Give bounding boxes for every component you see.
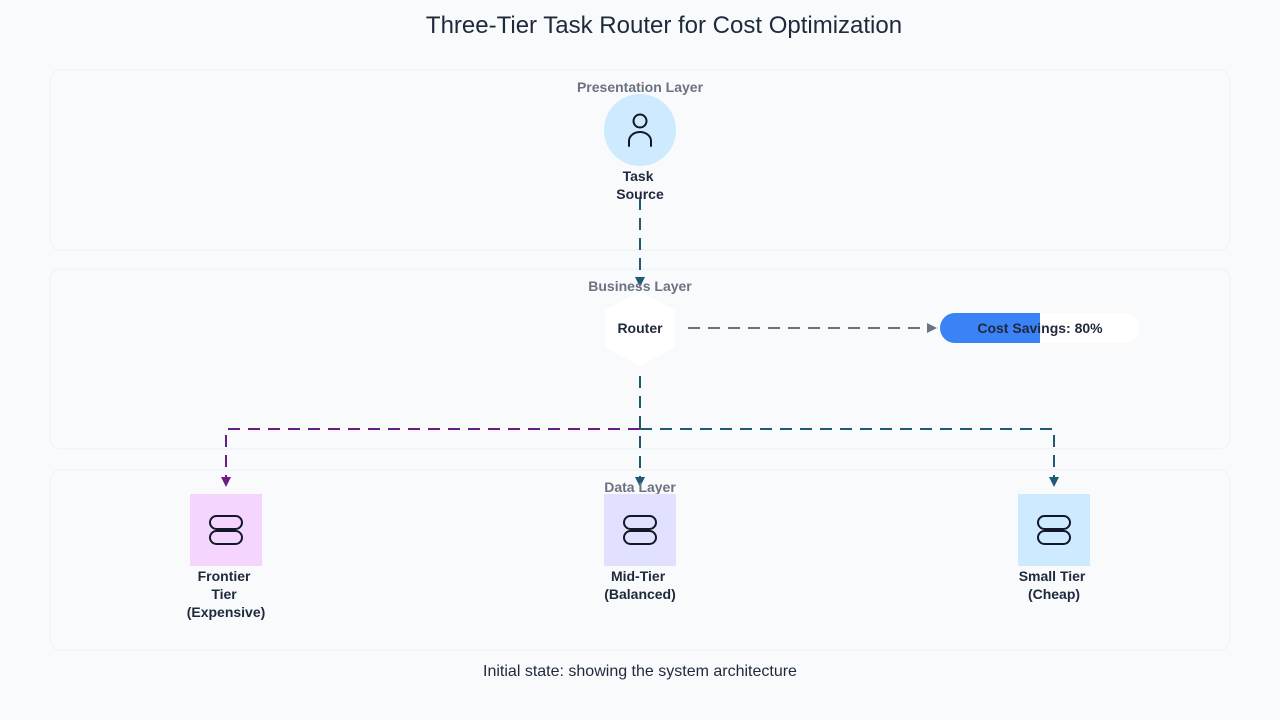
edges — [221, 198, 1059, 487]
business-layer-label: Business Layer — [588, 278, 692, 294]
node-mid-tier[interactable]: Mid-Tier (Balanced) — [604, 494, 676, 602]
mid-tier-label-line-1: Mid-Tier — [611, 568, 666, 584]
task-source-label-line-1: Task — [623, 168, 654, 184]
savings-fill — [940, 313, 1040, 343]
router-label: Router — [617, 320, 663, 336]
status-caption: Initial state: showing the system archit… — [483, 663, 797, 680]
node-small-tier[interactable]: Small Tier (Cheap) — [1018, 494, 1090, 602]
presentation-layer-label: Presentation Layer — [577, 79, 704, 95]
frontier-label-line-2: Tier — [211, 586, 237, 602]
node-task-source[interactable]: Task Source — [604, 94, 676, 202]
database-icon — [623, 515, 657, 545]
node-router[interactable]: Router — [605, 292, 675, 366]
frontier-label-line-3: (Expensive) — [187, 604, 266, 620]
edge-router-to-frontier — [221, 428, 640, 487]
data-layer-label: Data Layer — [604, 479, 676, 495]
database-icon — [1037, 515, 1071, 545]
node-frontier-tier[interactable]: Frontier Tier (Expensive) — [187, 494, 266, 620]
frontier-label-line-1: Frontier — [198, 568, 251, 584]
user-icon — [628, 113, 652, 147]
mid-tier-label-line-2: (Balanced) — [604, 586, 676, 602]
edge-router-to-small — [640, 428, 1059, 487]
savings-label: Cost Savings: 80% — [977, 320, 1103, 336]
small-tier-label-line-2: (Cheap) — [1028, 586, 1080, 602]
frontier-label: Frontier Tier (Expensive) — [187, 568, 266, 620]
task-source-label-line-2: Source — [616, 186, 664, 202]
mid-tier-label: Mid-Tier (Balanced) — [604, 568, 676, 602]
cost-savings-indicator: Cost Savings: 80% — [940, 313, 1140, 343]
page-title: Three-Tier Task Router for Cost Optimiza… — [426, 12, 902, 39]
small-tier-label: Small Tier (Cheap) — [1019, 568, 1090, 602]
small-tier-label-line-1: Small Tier — [1019, 568, 1086, 584]
router-hexagon — [605, 292, 675, 366]
database-icon — [209, 515, 243, 545]
task-source-label: Task Source — [616, 168, 664, 202]
task-source-circle — [604, 94, 676, 166]
